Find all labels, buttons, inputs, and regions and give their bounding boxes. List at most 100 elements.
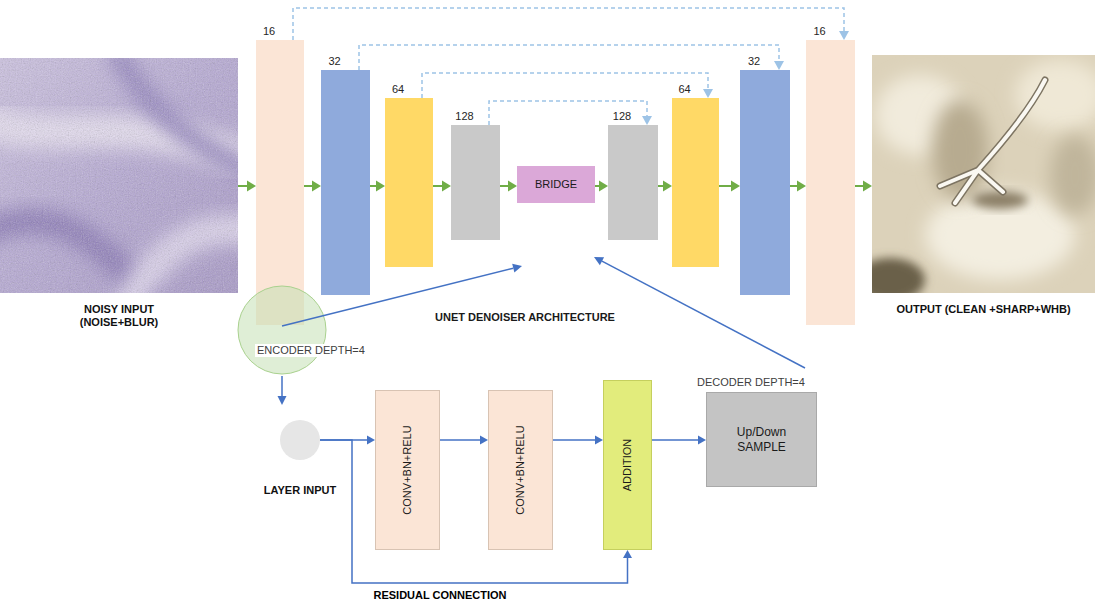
arrowhead — [376, 181, 385, 192]
connector — [422, 73, 713, 98]
feature-bar: 32 — [740, 70, 790, 295]
focus-circle — [238, 286, 326, 374]
connector — [238, 181, 256, 192]
arrowhead — [442, 181, 451, 192]
connector — [433, 181, 451, 192]
zoom-arrowhead — [278, 396, 287, 405]
connector — [790, 181, 806, 192]
connector — [304, 181, 321, 192]
leader-arrowhead — [512, 264, 522, 273]
cotton-highlight — [925, 190, 1075, 280]
connector — [595, 181, 608, 192]
sample-block: Up/Down SAMPLE — [706, 392, 817, 487]
connector-line — [440, 439, 481, 441]
feature-bar: 128 — [608, 125, 658, 240]
block-label: ADDITION — [621, 439, 634, 492]
connector-line — [238, 185, 248, 187]
feature-bar: 64 — [672, 98, 719, 267]
block-label: CONV+BN+RELU — [514, 425, 527, 514]
channel-count: 16 — [806, 25, 833, 38]
channel-count: 32 — [740, 55, 768, 68]
arrowhead — [642, 116, 652, 125]
connector — [553, 436, 603, 445]
feature-bar: 16 — [806, 40, 855, 325]
block-label: BRIDGE — [535, 178, 577, 191]
connector-line — [320, 440, 628, 583]
connector-line — [370, 185, 377, 187]
arrowhead — [663, 181, 672, 192]
arrowhead — [698, 436, 706, 445]
connector-line — [422, 73, 708, 98]
connector — [855, 181, 872, 192]
output-image-frame: OUTPUT (CLEAN +SHARP+WHB) — [872, 55, 1095, 293]
arrowhead — [480, 436, 488, 445]
cotton-highlight — [1015, 60, 1095, 130]
channel-count: 64 — [385, 83, 411, 96]
noisy-photo — [0, 58, 238, 293]
photo-ground — [0, 58, 238, 293]
connector-label: RESIDUAL CONNECTION — [371, 589, 508, 602]
conv-block: CONV+BN+RELU — [375, 390, 440, 550]
arrowhead — [703, 89, 713, 98]
channel-count: 64 — [672, 83, 697, 96]
bridge-box: BRIDGE — [517, 166, 595, 203]
photo-noise — [0, 58, 238, 293]
arrowhead — [367, 436, 375, 445]
arrowhead — [595, 436, 603, 445]
connector — [658, 181, 672, 192]
output-photo — [872, 55, 1095, 293]
channel-count: 128 — [451, 110, 478, 123]
connector-line — [304, 185, 313, 187]
connector — [359, 45, 784, 70]
connector — [500, 181, 517, 192]
channel-count: 16 — [256, 25, 282, 38]
depth-label: DECODER DEPTH=4 — [697, 376, 805, 389]
feature-bar: 32 — [321, 70, 370, 295]
input-image-frame: NOISY INPUT (NOISE+BLUR) — [0, 58, 238, 293]
connector-line — [790, 185, 798, 187]
connector-line — [293, 8, 844, 40]
connector — [293, 8, 849, 40]
depth-label: ENCODER DEPTH=4 — [255, 344, 367, 357]
node-caption: NOISY INPUT (NOISE+BLUR) — [64, 303, 174, 329]
arrowhead — [247, 181, 256, 192]
arrowhead — [797, 181, 806, 192]
block-label: Up/Down SAMPLE — [730, 425, 794, 454]
connector — [370, 181, 385, 192]
feature-bar: 128 — [451, 125, 500, 240]
channel-count: 128 — [608, 110, 636, 123]
leader-line — [602, 261, 805, 368]
arrowhead — [731, 181, 740, 192]
bird-foot — [940, 80, 1045, 203]
conv-block: CONV+BN+RELU — [488, 390, 553, 550]
arrowhead — [863, 181, 872, 192]
connector — [719, 181, 740, 192]
arrowhead — [623, 550, 632, 558]
connector-line — [500, 185, 509, 187]
connector-line — [652, 439, 699, 441]
addition-block: ADDITION — [603, 380, 652, 550]
channel-count: 32 — [321, 55, 348, 68]
leader-arrowhead — [594, 257, 604, 265]
connector-line — [359, 45, 779, 70]
connector — [440, 436, 488, 445]
arrowhead — [312, 181, 321, 192]
connector — [320, 440, 632, 583]
connector-line — [433, 185, 443, 187]
zoom-arrow — [281, 376, 283, 397]
connector-line — [553, 439, 596, 441]
layer-input-circle: LAYER INPUT — [280, 420, 320, 460]
connector-line — [489, 101, 647, 125]
arrowhead — [599, 181, 608, 192]
connector-line — [719, 185, 732, 187]
node-caption: LAYER INPUT — [264, 484, 336, 497]
arrowhead — [774, 61, 784, 70]
feature-bar: 64 — [385, 98, 433, 267]
connector-line — [855, 185, 864, 187]
block-label: CONV+BN+RELU — [401, 425, 414, 514]
node-caption: OUTPUT (CLEAN +SHARP+WHB) — [896, 303, 1070, 316]
arrowhead — [508, 181, 517, 192]
